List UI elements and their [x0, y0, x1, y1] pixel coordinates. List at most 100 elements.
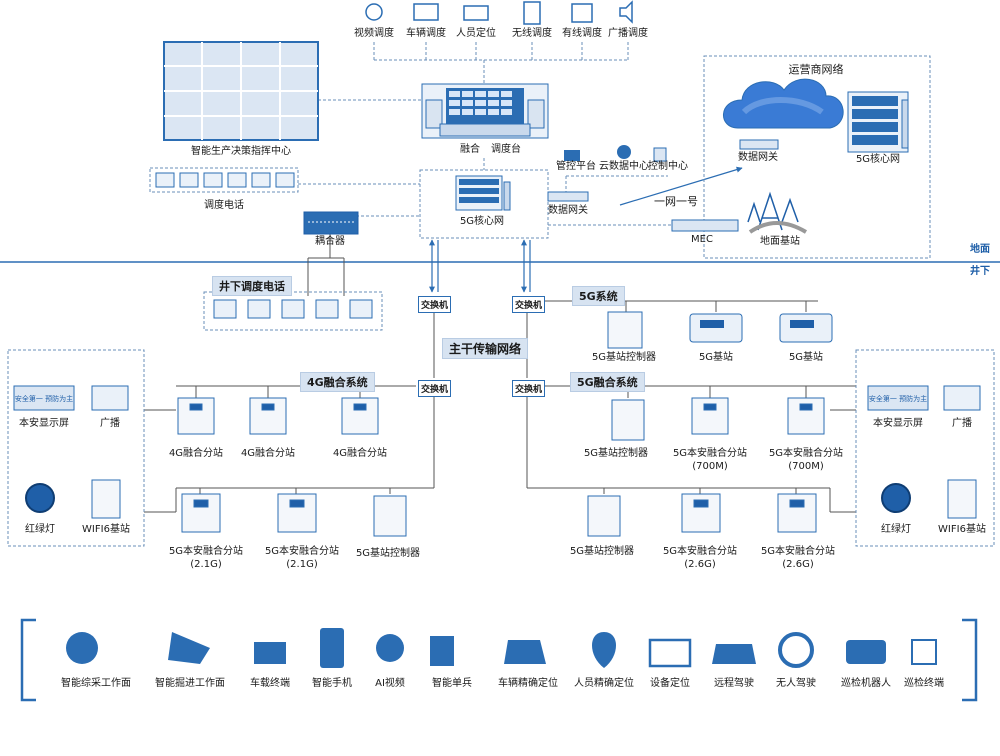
switch-4: 交换机 — [512, 380, 546, 397]
5g-fusion-chip: 5G融合系统 — [570, 372, 645, 392]
dispatch-phones-row — [155, 172, 295, 188]
data-gateway-device-icon — [547, 191, 589, 202]
operator-core-rack-icon — [847, 91, 909, 153]
coupler-device-icon — [303, 211, 359, 235]
lower-left-devices — [181, 493, 407, 537]
server-rack-icon — [455, 175, 511, 211]
bs-controller-label-1: 5G基站控制器 — [591, 352, 657, 363]
terminal-label-7: 人员精确定位 — [574, 678, 634, 689]
fusion-21-label-2b: (2.1G) — [286, 559, 318, 570]
control-center-icon — [653, 147, 667, 162]
roadheader-icon — [168, 632, 210, 664]
bs-controller-label-2: 5G基站控制器 — [583, 448, 649, 459]
right-box-devices — [867, 385, 981, 519]
base-station-tower-icon — [747, 191, 808, 234]
coupler-label: 耦合器 — [315, 236, 345, 247]
cloud-center-label: 云数据中心 — [599, 161, 649, 172]
dispatch-phone-label: 调度电话 — [204, 200, 244, 211]
5g-system-devices — [607, 311, 833, 349]
backbone-chip: 主干传输网络 — [442, 338, 529, 359]
steering-wheel-icon — [778, 632, 814, 668]
fusion-700-label-1b: (700M) — [692, 461, 728, 472]
inspection-terminal-icon — [911, 639, 937, 665]
ground-station-label: 地面基站 — [760, 236, 800, 247]
fusion-700-label-2a: 5G本安融合分站 — [768, 448, 844, 459]
monitor-icon — [413, 3, 439, 21]
switch-1: 交换机 — [418, 296, 452, 313]
underground-label: 井下 — [970, 266, 990, 277]
remote-driving-icon — [712, 644, 756, 664]
dispatch-label-video: 视频调度 — [354, 28, 394, 39]
terminal-label-2: 车载终端 — [250, 678, 290, 689]
one-net-arrow — [619, 166, 743, 206]
switch-3: 交换机 — [418, 380, 452, 397]
5g-system-chip: 5G系统 — [572, 286, 625, 306]
cloud-icon — [723, 78, 844, 129]
id-card-icon — [463, 5, 489, 21]
speaker-icon — [619, 0, 633, 24]
smartphone-5g-icon — [320, 628, 344, 668]
mec-label: MEC — [691, 234, 713, 245]
underground-phones-row — [213, 299, 373, 319]
terminal-label-5: 智能单兵 — [432, 678, 472, 689]
fusion-700-label-1a: 5G本安融合分站 — [672, 448, 748, 459]
ai-camera-icon — [376, 634, 404, 662]
safety-screen-label-left: 本安显示屏 — [19, 418, 69, 429]
vehicle-location-icon — [504, 640, 546, 664]
dispatch-label-person: 人员定位 — [456, 28, 496, 39]
operator-core-label: 5G核心网 — [855, 154, 901, 165]
mec-device-icon — [671, 219, 739, 232]
cloud-data-center-icon — [617, 145, 631, 159]
fusion-21-label-2a: 5G本安融合分站 — [264, 546, 340, 557]
4g-fusion-devices — [177, 397, 379, 435]
bracket-left — [20, 618, 36, 702]
terminal-label-0: 智能综采工作面 — [61, 678, 131, 689]
top-dispatch-icons — [365, 0, 633, 25]
vehicle-terminal-icon — [254, 642, 286, 664]
traffic-light-label-right: 红绿灯 — [881, 524, 911, 535]
dispatch-links — [373, 42, 629, 84]
dispatch-label-wired: 有线调度 — [562, 28, 602, 39]
terminal-label-3: 智能手机 — [312, 678, 352, 689]
camera-icon — [365, 3, 383, 21]
surface-label: 地面 — [970, 244, 990, 255]
switch-2: 交换机 — [512, 296, 546, 313]
fusion-26-label-2a: 5G本安融合分站 — [760, 546, 836, 557]
mobile-phone-icon — [523, 1, 541, 25]
video-wall-icon — [163, 41, 319, 141]
mgmt-platform-label: 管控平台 — [556, 161, 596, 172]
broadcast-label-left: 广播 — [100, 418, 120, 429]
fusion-4g-label-2: 4G融合分站 — [240, 448, 296, 459]
fusion-4g-label-1: 4G融合分站 — [168, 448, 224, 459]
dispatch-label-vehicle: 车辆调度 — [406, 28, 446, 39]
dispatch-label-broadcast: 广播调度 — [608, 28, 648, 39]
one-net-label: 一网一号 — [654, 195, 698, 208]
operator-gateway-label: 数据网关 — [738, 152, 778, 163]
bs-label-1: 5G基站 — [698, 352, 734, 363]
core-network-label: 5G核心网 — [459, 216, 505, 227]
fusion-26-label-1b: (2.6G) — [684, 559, 716, 570]
fusion-4g-label-3: 4G融合分站 — [332, 448, 388, 459]
wifi6-label-right: WIFI6基站 — [938, 524, 986, 535]
terminal-label-11: 巡检机器人 — [841, 678, 891, 689]
dispatch-console-icon — [421, 83, 549, 139]
safety-banner-right: 安全第一 预防为主 — [868, 395, 928, 403]
broadcast-label-right: 广播 — [952, 418, 972, 429]
control-center-label: 控制中心 — [648, 161, 688, 172]
fusion-26-label-1a: 5G本安融合分站 — [662, 546, 738, 557]
safety-screen-label-right: 本安显示屏 — [873, 418, 923, 429]
underground-phone-chip: 井下调度电话 — [212, 276, 292, 296]
terminal-label-6: 车辆精确定位 — [498, 678, 558, 689]
traffic-light-label-left: 红绿灯 — [25, 524, 55, 535]
person-location-icon — [592, 632, 616, 668]
shearer-icon — [66, 632, 98, 664]
console-label-1: 融合 — [460, 144, 480, 155]
dispatch-label-wireless: 无线调度 — [512, 28, 552, 39]
individual-soldier-icon — [430, 636, 454, 666]
terminal-label-12: 巡检终端 — [904, 678, 944, 689]
management-platform-icon — [564, 150, 580, 161]
inspection-robot-icon — [846, 640, 886, 664]
data-gateway-label: 数据网关 — [548, 205, 588, 216]
